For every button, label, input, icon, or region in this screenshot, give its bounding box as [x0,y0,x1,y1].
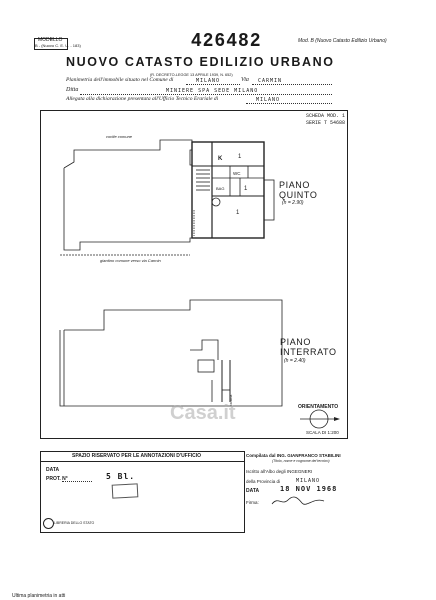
floor-plan-interrato: cantina [59,299,283,407]
data-label: DATA [46,467,60,473]
iscritto-label: Iscritto all'Albo degli INGEGNERI [246,469,313,474]
watermark: Casa.it [170,402,236,424]
via-value: CARMIN [258,78,283,84]
comune-value: MILANO [196,78,221,84]
serie-label: SERIE T 54688 [306,120,346,126]
planimetria-label: Planimetria dell'immobile situato nel Co… [66,77,174,83]
svg-text:1: 1 [236,210,240,216]
svg-text:1: 1 [244,186,248,192]
signature [271,496,325,505]
stamp-mark [111,483,139,499]
firma-label: Firma: [246,500,259,505]
scala-label: SCALA DI 1:200 [306,430,339,435]
comune-line [186,84,240,85]
modello-label: MODELLO [38,37,63,43]
spazio-label: SPAZIO RISERVATO PER LE ANNOTAZIONI D'UF… [72,453,202,459]
svg-text:cantina: cantina [229,395,233,406]
allegata-label: Allegata alla dichiarazione presentata a… [66,96,219,102]
prot-line [62,481,92,482]
titolo-note: (Titolo, nome e cognome del tecnico) [272,459,330,463]
state-emblem-icon [43,518,54,529]
prot-label: PROT. N° [46,476,68,482]
provincia-value: MILANO [296,478,321,484]
ultima-planimetria: Ultima planimetria in atti [12,593,66,599]
ditta-label: Ditta [66,87,79,93]
floor-plan-quinto: cortile comune giardino comune verso via… [60,134,275,263]
annotations-box [40,451,245,533]
svg-text:giardino comune verso via Carm: giardino comune verso via Carmin [100,258,161,263]
ditta-line [80,94,332,95]
annotations-divider [40,461,244,462]
via-label: Via [241,77,249,83]
orientamento-label: ORIENTAMENTO [298,404,339,410]
piano-interrato-line2: INTERRATO [280,347,337,357]
prot-value: 5 Bl. [106,472,136,481]
printer-label: LIBRERIA DELLO STATO [54,521,95,525]
drawing-frame [40,110,348,439]
modello-box [34,38,68,50]
ufficio-value: MILANO [256,97,281,103]
svg-text:cortile comune: cortile comune [106,134,133,139]
piano-quinto-line1: PIANO [279,180,311,190]
date-stamp: 18 NOV 1968 [280,485,338,493]
modello-code: B - (Nuovo C. E. U. - 183) [35,43,81,48]
svg-text:K: K [218,156,223,162]
mod-note: Mod. B (Nuovo Catasto Edilizio Urbano) [298,38,387,44]
provincia-label: della Provincia di [246,479,281,484]
piano-interrato-line1: PIANO [280,337,312,347]
ditta-value: MINIERE SPA SEDE MILANO [166,88,259,94]
compilata-label: Compilata dal ING. GIANFRANCO STABILINI [246,453,341,458]
svg-text:WC: WC [233,171,241,176]
via-line [252,84,332,85]
svg-text:1: 1 [238,154,242,160]
data-value-label: DATA [246,488,260,494]
piano-interrato-title: PIANO INTERRATO [280,337,337,357]
scheda-label: SCHEDA MOD. 1 [306,113,346,119]
document-title: NUOVO CATASTO EDILIZIO URBANO [66,55,335,69]
ufficio-line [246,103,332,104]
piano-interrato-height: (h = 2.40) [284,358,306,364]
piano-quinto-title: PIANO QUINTO [279,180,317,200]
piano-quinto-line2: QUINTO [279,190,318,200]
serial-number: 426482 [190,30,262,52]
decree: (R. DECRETO-LEGGE 13 APRILE 1939, N. 652… [150,73,233,77]
svg-text:BAG: BAG [216,186,224,191]
north-arrow-icon [300,409,340,429]
piano-quinto-height: (h = 2.90) [282,200,304,206]
